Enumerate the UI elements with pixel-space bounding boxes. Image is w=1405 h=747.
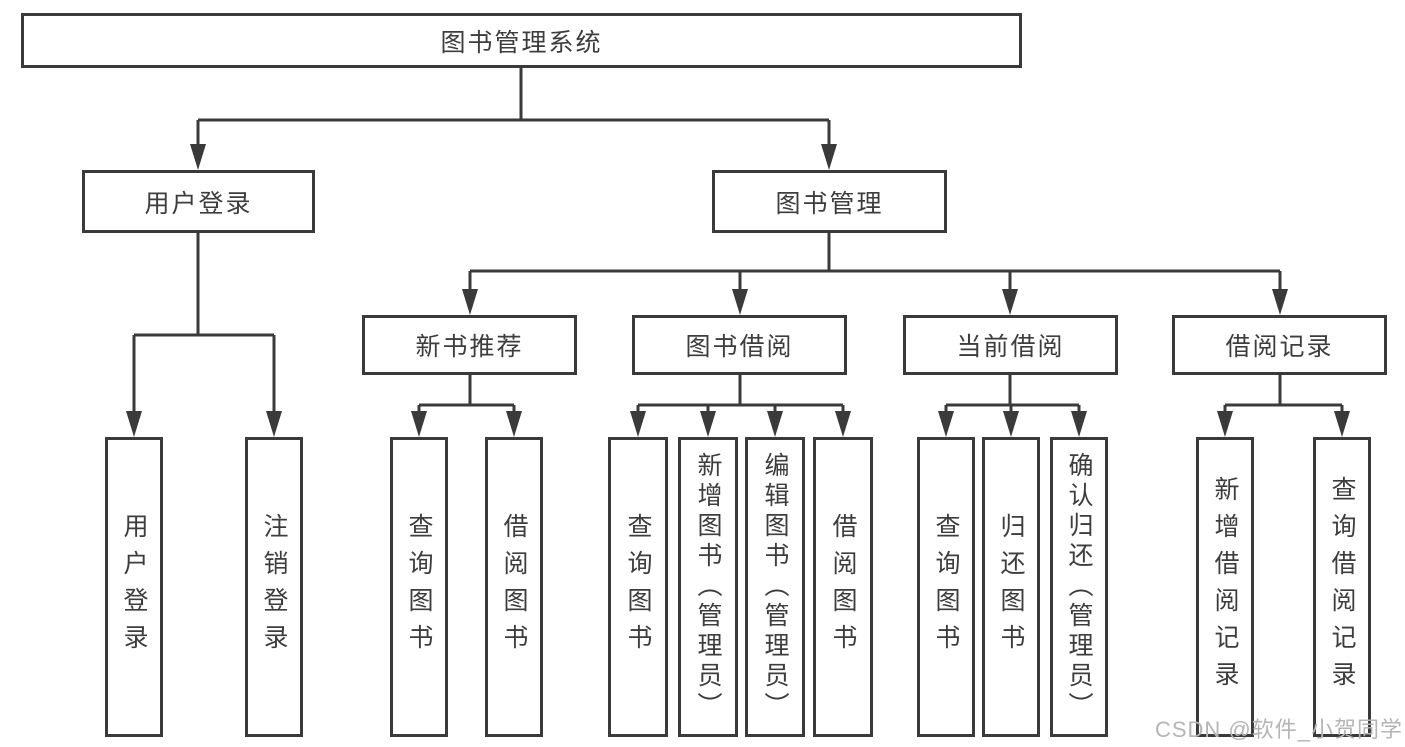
node-borrow-records-label: 借阅记录 xyxy=(1225,333,1334,361)
leaf-return-books: 归还图书 xyxy=(982,437,1040,737)
node-current-borrow: 当前借阅 xyxy=(903,315,1118,375)
leaf-add-borrow-record-label: 新增借阅记录 xyxy=(1211,476,1239,698)
node-book-management: 图书管理 xyxy=(712,170,947,233)
node-user-login: 用户登录 xyxy=(82,170,315,233)
node-book-borrow: 图书借阅 xyxy=(632,315,847,375)
node-user-login-label: 用户登录 xyxy=(144,189,253,218)
leaf-logout: 注销登录 xyxy=(245,437,303,737)
leaf-add-book-admin: 新增图书（管理员） xyxy=(678,437,738,737)
node-current-borrow-label: 当前借阅 xyxy=(956,333,1065,361)
leaf-query-books-borrow-label: 查询图书 xyxy=(624,513,652,661)
leaf-user-login: 用户登录 xyxy=(105,437,163,737)
leaf-query-books-recommend-label: 查询图书 xyxy=(405,513,433,661)
leaf-query-borrow-record-label: 查询借阅记录 xyxy=(1328,476,1356,698)
node-root-label: 图书管理系统 xyxy=(440,28,603,57)
leaf-borrow-books-recommend: 借阅图书 xyxy=(485,437,543,737)
node-book-management-label: 图书管理 xyxy=(775,189,884,218)
leaf-add-borrow-record: 新增借阅记录 xyxy=(1196,437,1254,737)
csdn-watermark: CSDN @软件_小贺同学 xyxy=(1154,717,1403,742)
node-borrow-records: 借阅记录 xyxy=(1172,315,1387,375)
leaf-query-books-borrow: 查询图书 xyxy=(608,437,668,737)
leaf-user-login-label: 用户登录 xyxy=(120,513,148,661)
node-new-book-recommend: 新书推荐 xyxy=(362,315,577,375)
leaf-confirm-return-admin: 确认归还（管理员） xyxy=(1050,437,1108,737)
node-book-borrow-label: 图书借阅 xyxy=(685,333,794,361)
node-root: 图书管理系统 xyxy=(21,13,1022,68)
leaf-query-books-recommend: 查询图书 xyxy=(390,437,448,737)
leaf-borrow-books: 借阅图书 xyxy=(813,437,873,737)
leaf-query-borrow-record: 查询借阅记录 xyxy=(1313,437,1371,737)
leaf-borrow-books-recommend-label: 借阅图书 xyxy=(500,513,528,661)
leaf-return-books-label: 归还图书 xyxy=(997,513,1025,661)
leaf-add-book-admin-label: 新增图书（管理员） xyxy=(694,452,722,722)
leaf-confirm-return-admin-label: 确认归还（管理员） xyxy=(1065,452,1093,722)
leaf-borrow-books-label: 借阅图书 xyxy=(829,513,857,661)
leaf-query-books-current: 查询图书 xyxy=(917,437,975,737)
leaf-logout-label: 注销登录 xyxy=(260,513,288,661)
node-new-book-recommend-label: 新书推荐 xyxy=(415,333,524,361)
leaf-edit-book-admin: 编辑图书（管理员） xyxy=(745,437,805,737)
leaf-edit-book-admin-label: 编辑图书（管理员） xyxy=(761,452,789,722)
leaf-query-books-current-label: 查询图书 xyxy=(932,513,960,661)
